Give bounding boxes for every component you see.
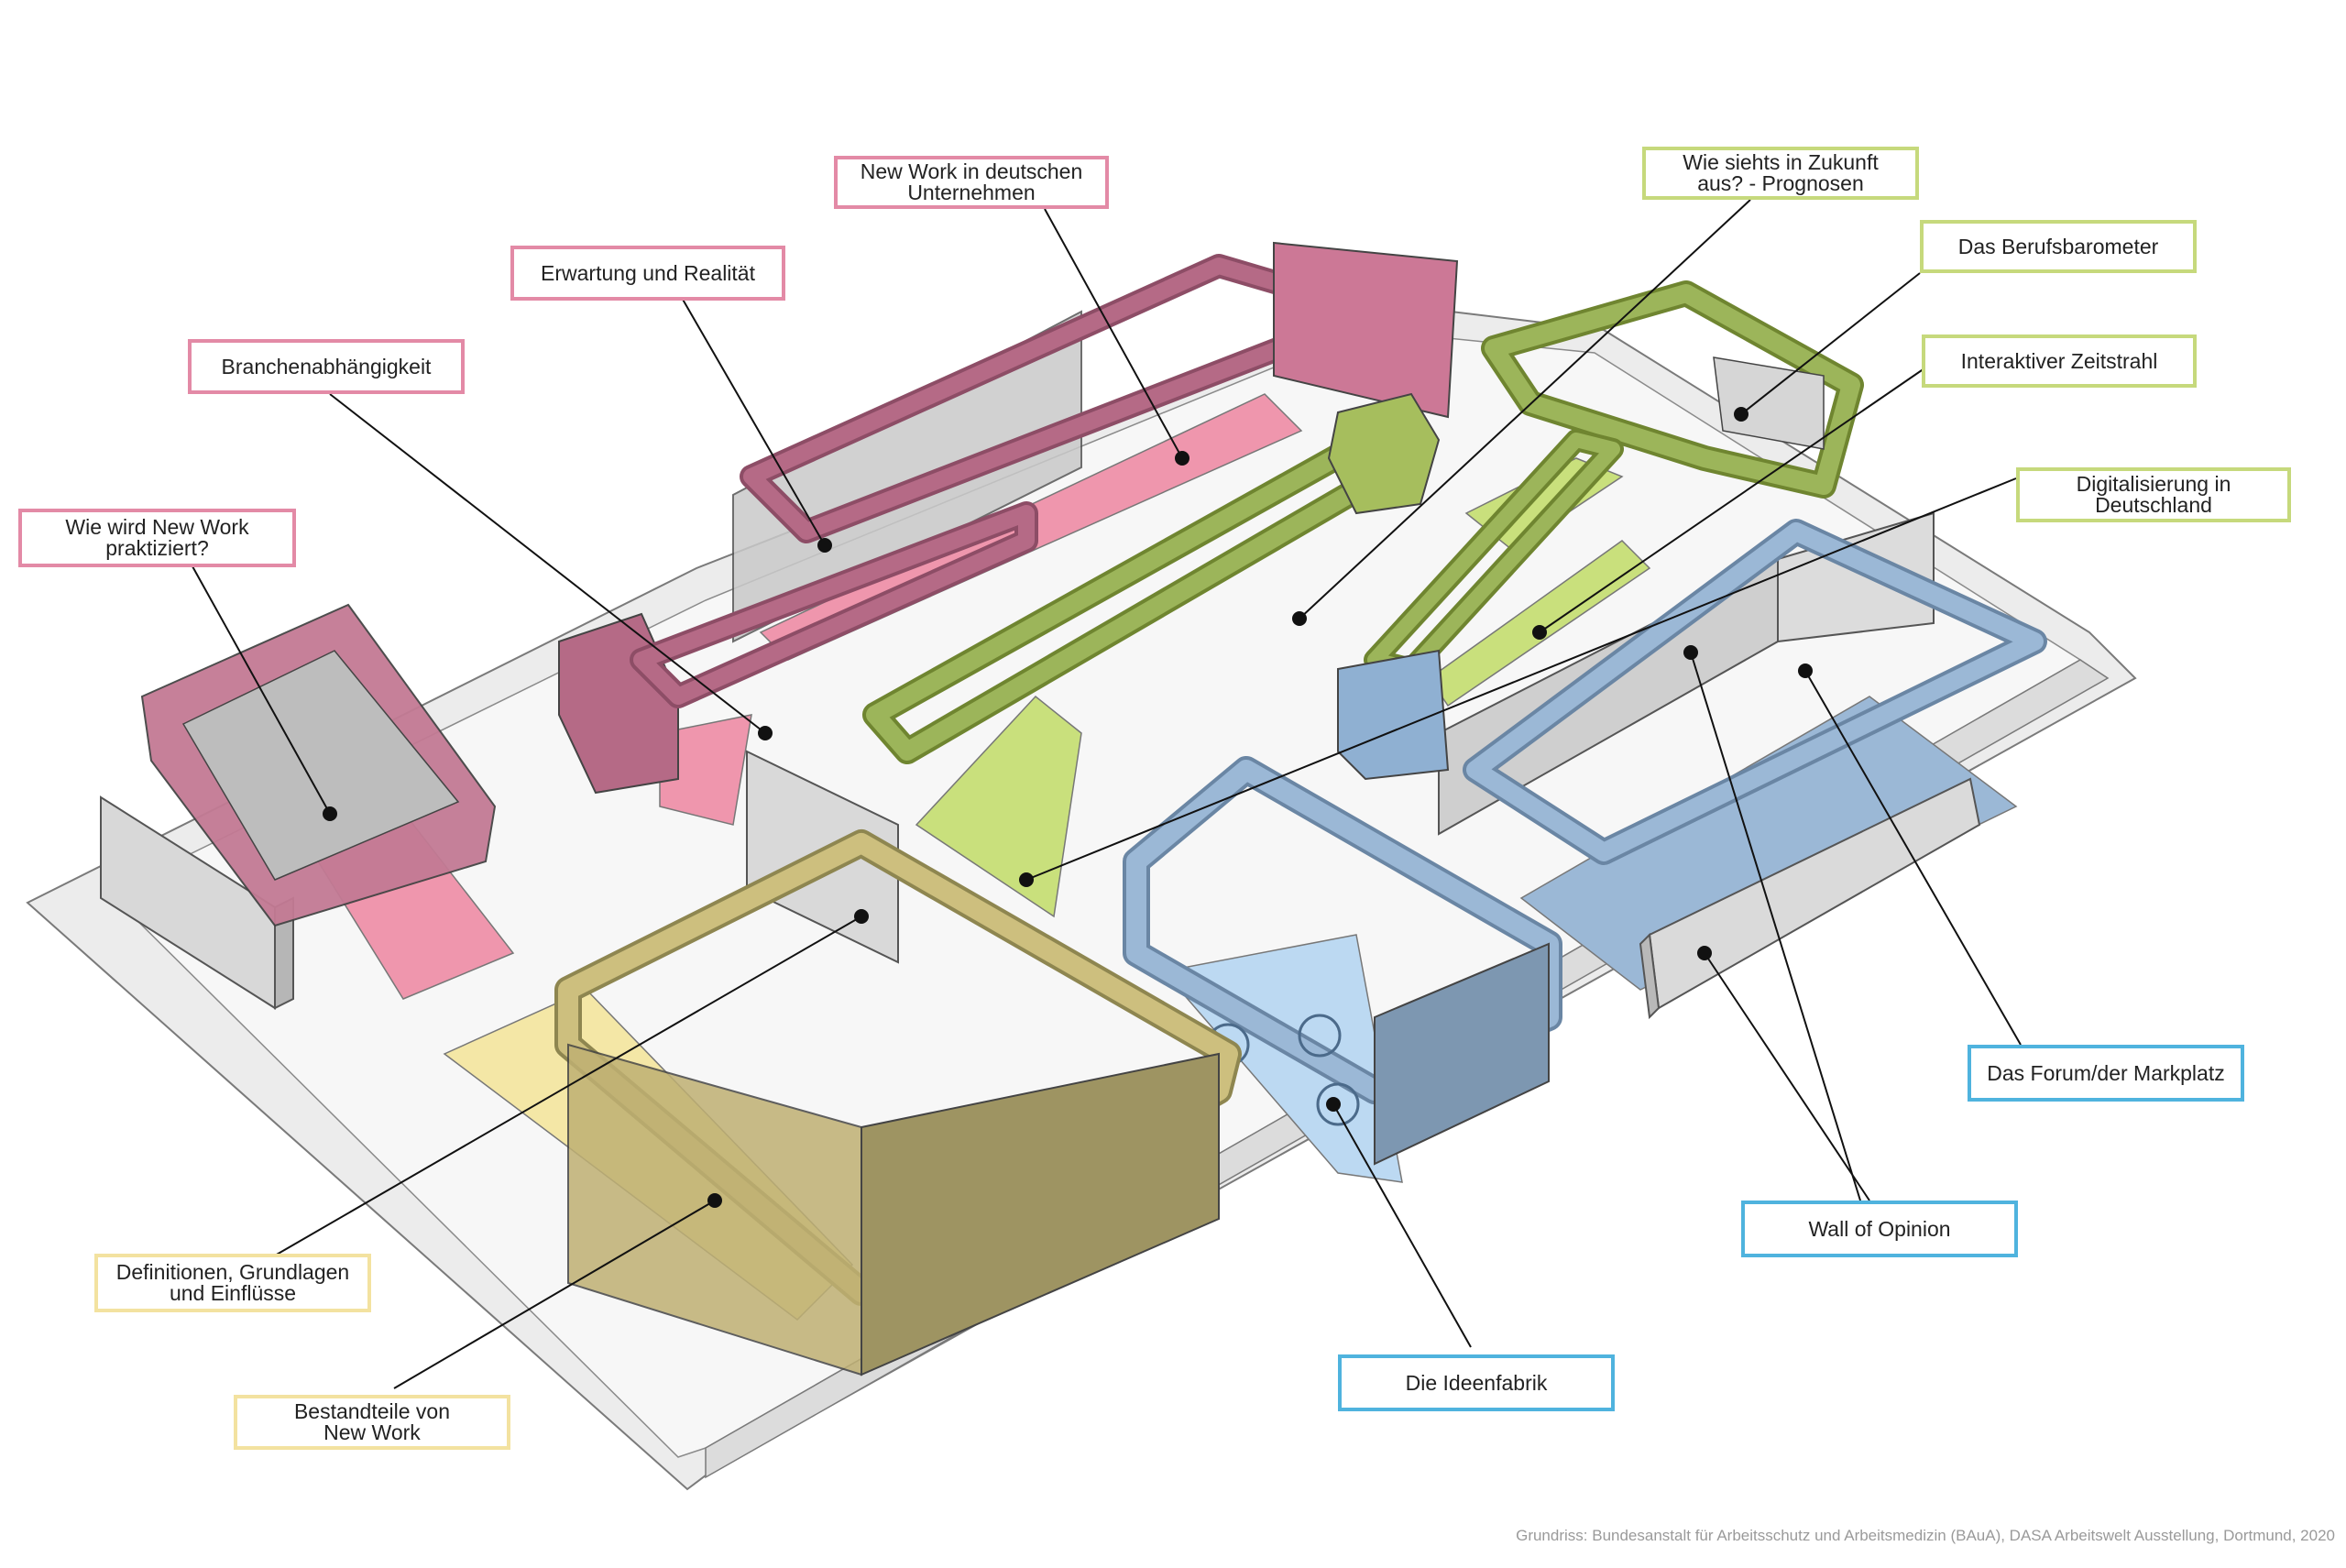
label-erwartung-und-realitaet: Erwartung und Realität: [510, 246, 785, 301]
yellow-structure: [554, 829, 1242, 1376]
label-definitionen-grundlagen-einfluesse: Definitionen, Grundlagen und Einflüsse: [94, 1254, 371, 1312]
label-wall-of-opinion: Wall of Opinion: [1741, 1201, 2018, 1257]
label-wie-wird-new-work-praktiziert: Wie wird New Work praktiziert?: [18, 509, 296, 567]
leader-lines: [192, 199, 2022, 1389]
label-branchenabhaengigkeit: Branchenabhängigkeit: [188, 339, 465, 394]
label-zukunft-prognosen: Wie siehts in Zukunft aus? - Prognosen: [1642, 147, 1919, 200]
label-die-ideenfabrik: Die Ideenfabrik: [1338, 1354, 1615, 1411]
leader-dots: [323, 407, 1813, 1208]
label-new-work-in-deutschen-unternehmen: New Work in deutschen Unternehmen: [834, 156, 1109, 209]
label-interaktiver-zeitstrahl: Interaktiver Zeitstrahl: [1922, 334, 2197, 388]
label-bestandteile-von-new-work: Bestandteile von New Work: [234, 1395, 510, 1450]
source-credit: Grundriss: Bundesanstalt für Arbeitsschu…: [1516, 1527, 2335, 1544]
label-das-berufsbarometer: Das Berufsbarometer: [1920, 220, 2197, 273]
label-digitalisierung-in-deutschland: Digitalisierung in Deutschland: [2016, 467, 2291, 522]
label-das-forum-der-markplatz: Das Forum/der Markplatz: [1968, 1045, 2244, 1102]
pink-structures: [140, 241, 1459, 927]
green-structures: [862, 280, 1864, 764]
